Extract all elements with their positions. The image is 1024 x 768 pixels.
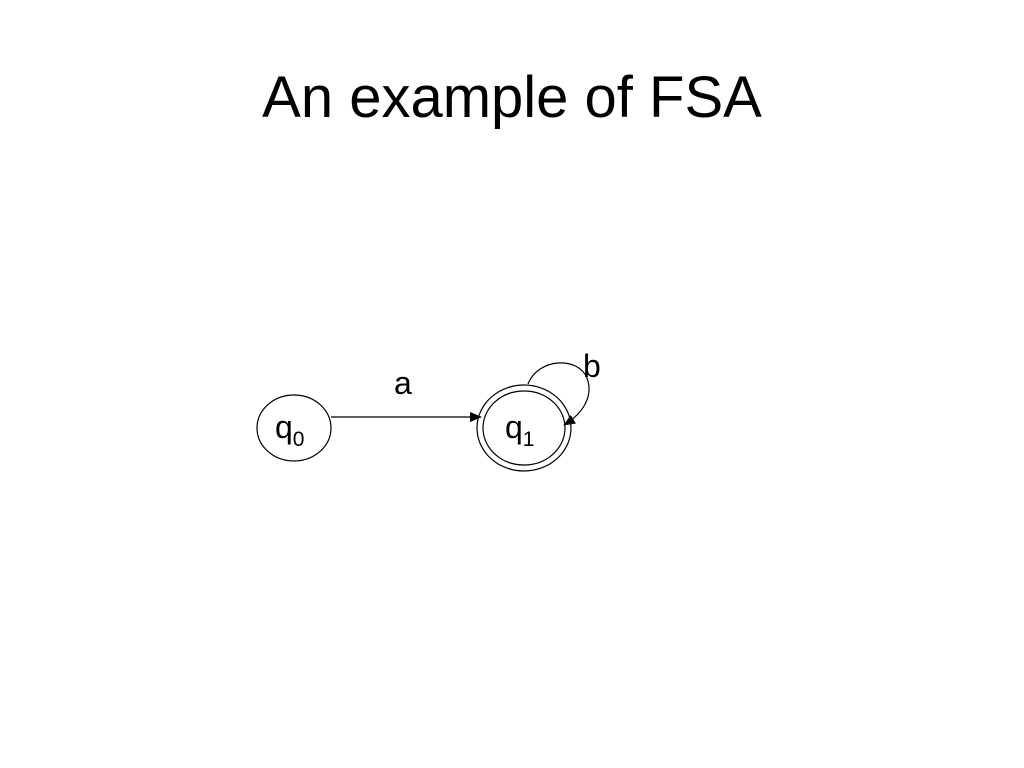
- transition-q0-q1: a: [331, 365, 482, 422]
- state-q1-outer-circle: [476, 384, 572, 472]
- transition-q1-q1: b: [527, 348, 601, 426]
- state-q0-subscript: 0: [293, 428, 305, 451]
- transition-q0-q1-label: a: [394, 365, 412, 401]
- state-q1: q1: [476, 384, 572, 472]
- state-q1-inner-circle: [482, 390, 566, 466]
- state-q0-symbol: q: [275, 409, 293, 445]
- slide-title: An example of FSA: [262, 65, 762, 130]
- transition-q1-q1-label: b: [583, 348, 601, 384]
- state-q0: q0: [256, 394, 332, 462]
- state-q0-label: q0: [275, 409, 304, 451]
- transition-q1-q1-loop: [527, 362, 590, 426]
- state-q0-circle: [256, 394, 332, 462]
- state-q1-symbol: q: [505, 409, 523, 445]
- state-q1-subscript: 1: [523, 428, 535, 451]
- state-q1-label: q1: [505, 409, 534, 451]
